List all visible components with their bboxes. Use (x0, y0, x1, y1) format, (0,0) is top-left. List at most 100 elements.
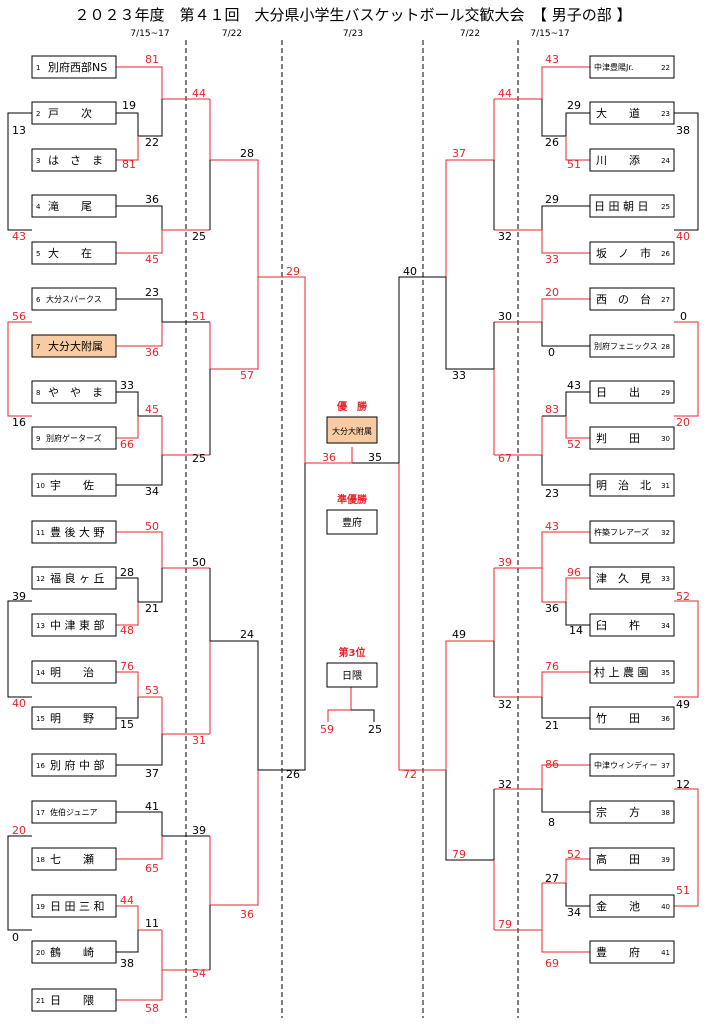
score: 36 (322, 451, 336, 464)
team-name: や や ま (48, 386, 103, 399)
score: 21 (545, 719, 559, 732)
score: 43 (567, 379, 581, 392)
score: 49 (676, 698, 690, 711)
score: 49 (452, 628, 466, 641)
score: 44 (498, 87, 512, 100)
score: 39 (192, 824, 206, 837)
score: 69 (545, 957, 559, 970)
score: 59 (320, 723, 334, 736)
score: 22 (145, 136, 159, 149)
score: 27 (545, 872, 559, 885)
team-name: 日 田 朝 日 (594, 200, 649, 213)
team-name: 大 在 (48, 246, 92, 260)
team-name: 鶴 崎 (50, 945, 94, 959)
score: 51 (567, 158, 581, 171)
score: 39 (498, 556, 512, 569)
team-number: 4 (36, 203, 41, 211)
team-number: 28 (661, 343, 670, 351)
score: 20 (676, 416, 690, 429)
score: 40 (12, 697, 26, 710)
team-name: 判 田 (596, 432, 640, 445)
score: 32 (498, 230, 512, 243)
score: 36 (545, 602, 559, 615)
score: 28 (120, 566, 134, 579)
score: 12 (676, 778, 690, 791)
team-number: 15 (36, 715, 45, 723)
score: 13 (12, 124, 26, 137)
team-number: 41 (661, 949, 670, 957)
team-name: 福 良 ヶ 丘 (50, 571, 105, 585)
team-number: 14 (36, 669, 45, 677)
score: 32 (498, 778, 512, 791)
score: 26 (545, 136, 559, 149)
team-number: 40 (661, 903, 670, 911)
team-name: 中津豊陽Jr. (594, 62, 633, 72)
score: 28 (240, 147, 254, 160)
team-number: 10 (36, 482, 45, 490)
score: 56 (12, 310, 26, 323)
team-number: 26 (661, 250, 670, 258)
score: 45 (145, 253, 159, 266)
score: 0 (548, 346, 555, 359)
team-name: 日 隈 (50, 994, 94, 1007)
team-name: 臼 杵 (596, 618, 640, 632)
team-name: 別府ゲーターズ (46, 433, 102, 443)
team-number: 12 (36, 575, 45, 583)
team-number: 13 (36, 622, 45, 630)
team-number: 34 (661, 622, 670, 630)
team-name: 大分大附属 (48, 339, 103, 353)
team-name: 佐伯ジュニア (50, 807, 97, 817)
team-entry: 臼 杵 34 (589, 613, 675, 637)
score: 66 (120, 438, 134, 451)
score: 29 (286, 265, 300, 278)
team-entry: 7 大分大附属 (31, 334, 117, 358)
score: 79 (452, 848, 466, 861)
team-number: 18 (36, 856, 45, 864)
score: 29 (567, 99, 581, 112)
team-name: 豊 後 大 野 (50, 525, 105, 539)
team-entry: 12 福 良 ヶ 丘 (31, 566, 117, 590)
score: 25 (192, 452, 206, 465)
team-number: 3 (36, 157, 40, 165)
date-left-first: 7/15~17 (130, 29, 169, 39)
score: 76 (120, 660, 134, 673)
team-name: 大分スパークス (46, 294, 102, 304)
score: 79 (498, 918, 512, 931)
score: 41 (145, 800, 159, 813)
team-name: 七 瀬 (50, 852, 94, 866)
score: 53 (145, 684, 159, 697)
team-name: 別府西部NS (48, 60, 107, 74)
team-number: 27 (661, 296, 670, 304)
team-number: 32 (661, 529, 670, 537)
team-name: 杵築フレアーズ (594, 527, 649, 537)
score: 43 (545, 53, 559, 66)
score-list: 81 19 22 81 13 43 36 45 44 25 28 23 51 3… (12, 53, 690, 1015)
score: 50 (192, 556, 206, 569)
team-number: 25 (661, 203, 670, 211)
team-name: 戸 次 (48, 106, 92, 120)
team-entry: 日 田 朝 日 25 (589, 194, 675, 218)
score: 21 (145, 602, 159, 615)
team-name: 坂 ノ 市 (596, 246, 651, 260)
score: 31 (192, 734, 206, 747)
score: 52 (567, 848, 581, 861)
score: 34 (145, 485, 159, 498)
team-number: 29 (661, 389, 670, 397)
team-number: 7 (36, 343, 40, 351)
team-name: 宗 方 (596, 805, 640, 819)
